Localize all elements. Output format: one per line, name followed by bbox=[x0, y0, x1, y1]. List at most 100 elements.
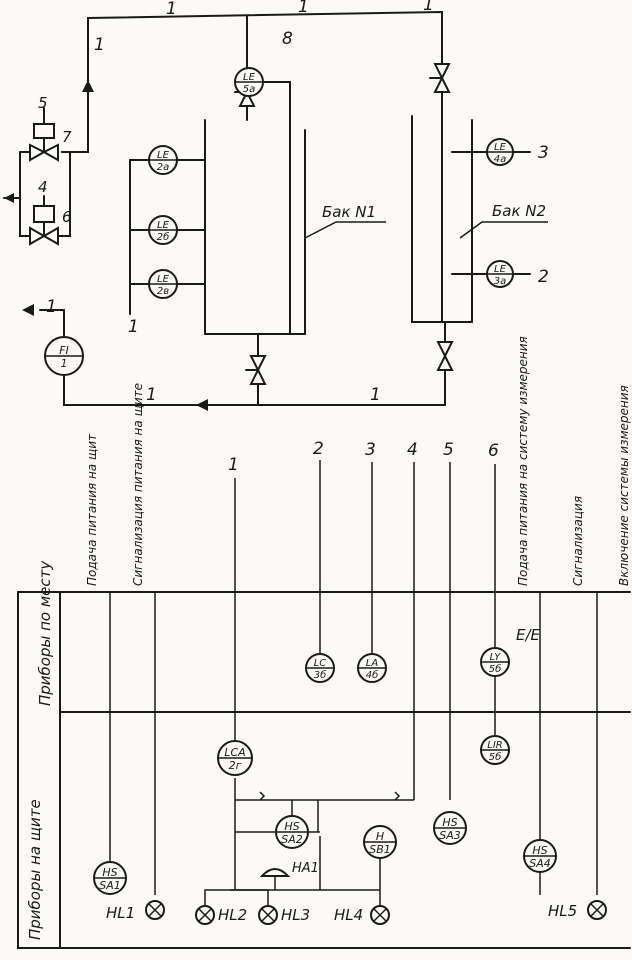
pipe-label-4: 1 bbox=[94, 35, 105, 55]
pipe-label-3: 1 bbox=[423, 0, 434, 15]
lamp-label-hl1: HL1 bbox=[106, 904, 135, 922]
instrument-tag: 1 bbox=[61, 357, 68, 370]
horn-icon bbox=[259, 868, 291, 890]
header-measurement-power: Подача питания на систему измерения bbox=[516, 336, 530, 586]
instrument-tag: SA1 bbox=[99, 879, 121, 892]
output-8: 8 bbox=[282, 29, 293, 49]
instrument-bubbles: LE5aLE2aLE2бLE2вLE4aLE3aFI1LC3бLA4бLY5бL… bbox=[44, 67, 557, 895]
label-5: 5 bbox=[38, 94, 48, 112]
instrument-code: HS bbox=[102, 866, 117, 879]
lamp-hl1 bbox=[145, 900, 165, 920]
pipe-label-5: 1 bbox=[128, 317, 139, 337]
instrument-code: LE bbox=[157, 274, 170, 285]
instrument-tag: 2a bbox=[157, 162, 170, 173]
label-4: 4 bbox=[38, 178, 48, 196]
converter-label: E/E bbox=[516, 626, 541, 644]
col-number-1: 1 bbox=[228, 455, 239, 475]
instrument-code: LIR bbox=[487, 740, 502, 751]
pipe-label-6: 1 bbox=[46, 297, 57, 317]
instrument-code: LE bbox=[494, 142, 507, 153]
instrument-code: LCA bbox=[224, 746, 245, 759]
pipe-label-1: 1 bbox=[166, 0, 177, 19]
instrument-code: LC bbox=[314, 658, 327, 669]
instrument-code: H bbox=[376, 830, 384, 843]
instrument-tag: 3a bbox=[494, 276, 507, 287]
instrument-7: FI1 bbox=[44, 336, 84, 376]
output-2: 2 bbox=[538, 267, 549, 287]
col-number-3: 3 bbox=[365, 440, 376, 460]
solenoid-valve-assembly bbox=[3, 107, 71, 246]
instrument-tag: 5б bbox=[489, 751, 502, 763]
lamp-label-hl3: HL3 bbox=[281, 906, 310, 924]
pipe-label-2: 1 bbox=[298, 0, 309, 17]
level-sensors-tank1 bbox=[129, 81, 291, 315]
instrument-tag: 2г bbox=[229, 759, 242, 772]
lamp-label-hl2: HL2 bbox=[218, 906, 247, 924]
tank-2 bbox=[411, 115, 548, 406]
instrument-code: LE bbox=[243, 72, 256, 83]
lamp-hl2 bbox=[195, 905, 215, 925]
instrument-code: FI bbox=[59, 344, 69, 357]
instrument-code: LA bbox=[366, 658, 379, 669]
col-number-2: 2 bbox=[313, 439, 324, 459]
col-number-4: 4 bbox=[407, 440, 418, 460]
label-7: 7 bbox=[62, 128, 72, 146]
instrument-code: LE bbox=[157, 220, 170, 231]
instrument-tag: 2б bbox=[157, 231, 170, 243]
lamp-hl5 bbox=[587, 900, 607, 920]
output-3: 3 bbox=[538, 143, 549, 163]
instrument-tag: SB1 bbox=[369, 843, 391, 856]
instrument-code: HS bbox=[442, 816, 457, 829]
instrument-code: LY bbox=[490, 652, 502, 663]
header-measurement-enable: Включение системы измерения bbox=[617, 385, 631, 586]
lamp-hl4 bbox=[370, 905, 390, 925]
pipe-label-7: 1 bbox=[146, 385, 157, 405]
header-signalling: Сигнализация bbox=[571, 496, 585, 586]
instrument-tag: SA2 bbox=[281, 833, 303, 846]
instrument-code: HS bbox=[532, 844, 547, 857]
return-pipe bbox=[22, 304, 446, 411]
instrument-code: LE bbox=[494, 264, 507, 275]
tank-1-label: Бак N1 bbox=[322, 203, 376, 221]
tank-1 bbox=[204, 119, 386, 406]
instrument-code: LE bbox=[157, 150, 170, 161]
horn-label: HA1 bbox=[292, 861, 319, 876]
valve-tank2-inlet bbox=[429, 63, 451, 117]
label-6: 6 bbox=[62, 208, 72, 226]
header-local-devices: Приборы по месту bbox=[36, 560, 54, 706]
instrument-tag: SA4 bbox=[529, 857, 551, 870]
header-power-signalling: Сигнализация питания на щите bbox=[131, 383, 145, 586]
tank-2-label: Бак N2 bbox=[492, 202, 546, 220]
lamp-hl3 bbox=[258, 905, 278, 925]
lamp-label-hl5: HL5 bbox=[548, 902, 577, 920]
instrument-code: HS bbox=[284, 820, 299, 833]
instrument-tag: 5a bbox=[243, 84, 256, 95]
col-number-6: 6 bbox=[488, 441, 499, 461]
col-number-5: 5 bbox=[443, 440, 454, 460]
header-power-supply-panel: Подача питания на щит bbox=[85, 433, 99, 586]
instrument-tag: 4a bbox=[494, 154, 507, 165]
instrument-tag: SA3 bbox=[439, 829, 461, 842]
instrument-tag: 3б bbox=[314, 669, 327, 681]
pipe-label-8: 1 bbox=[370, 385, 381, 405]
instrument-tag: 4б bbox=[366, 669, 379, 681]
header-panel-devices: Приборы на щите bbox=[26, 799, 44, 940]
instrument-tag: 5б bbox=[489, 663, 502, 675]
panel-table bbox=[17, 460, 631, 949]
instrument-tag: 2в bbox=[157, 286, 169, 297]
